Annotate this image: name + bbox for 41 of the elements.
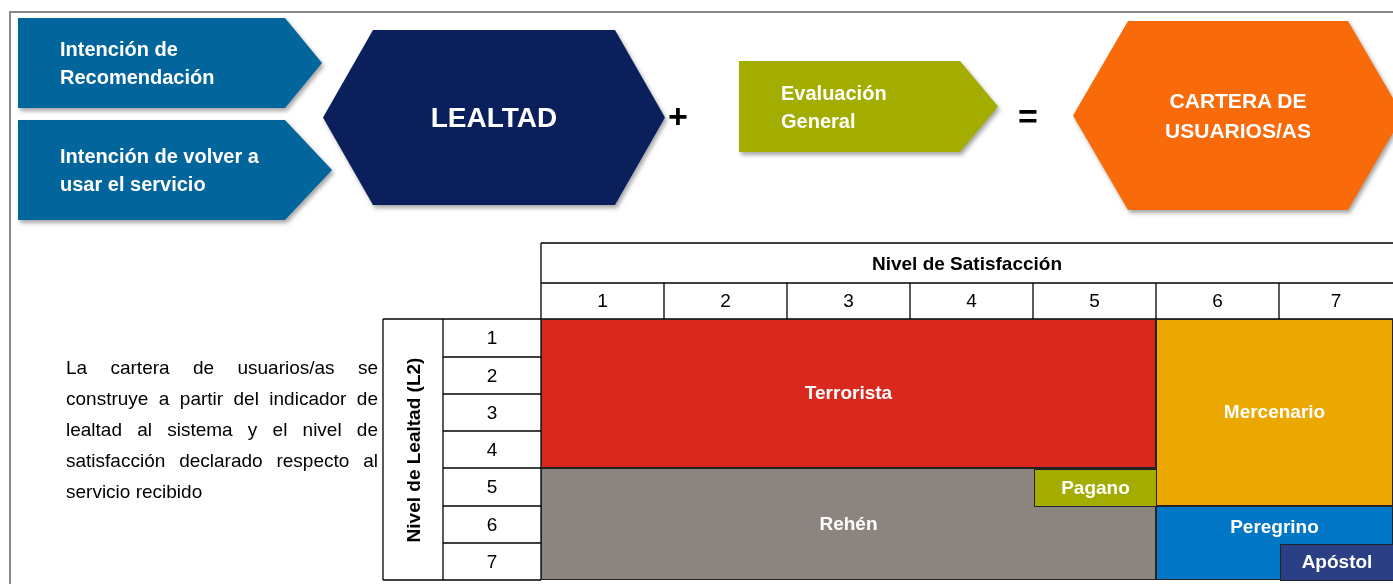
node-label: Apóstol [1301, 550, 1373, 575]
quadrant-region [1034, 469, 1157, 507]
node-label: Intención de Recomendación [59, 37, 216, 90]
node-label: Mercenario [1223, 400, 1326, 425]
quadrant-region [541, 468, 1156, 580]
table-header: Nivel de Satisfacción [870, 251, 1064, 276]
row-number: 3 [485, 400, 499, 425]
row-number: 6 [485, 512, 499, 537]
node-label: Peregrino [1230, 515, 1319, 539]
axis-title: Nivel de Lealtad (L2) [402, 356, 425, 545]
node-label: LEALTAD [430, 100, 558, 135]
row-number: 7 [485, 549, 499, 574]
chevron-box [18, 18, 322, 108]
chevron-box [739, 61, 998, 152]
hexagon-box [1073, 21, 1393, 210]
column-number: 2 [719, 289, 732, 313]
column-number: 1 [596, 289, 609, 313]
node-label: Pagano [1061, 475, 1130, 500]
equals-sign: = [1017, 96, 1039, 136]
row-number: 2 [485, 363, 499, 388]
column-number: 5 [1088, 289, 1101, 313]
column-number: 4 [965, 289, 978, 313]
node-label: CARTERA DE USUARIOS/AS [1164, 88, 1312, 144]
quadrant-region [1156, 506, 1393, 580]
node-label: Rehén [819, 511, 878, 536]
chevron-box [18, 120, 332, 220]
row-number: 4 [485, 437, 499, 462]
column-number: 6 [1211, 289, 1224, 313]
column-number: 7 [1329, 289, 1343, 313]
node-label: Terrorista [804, 381, 893, 406]
description-text: La cartera de usuarios/as se construye a partir del indicador de lealtad al sistema y el nivel de satisfacción declarado respecto al servicio recibido [66, 356, 378, 504]
hexagon-box [323, 30, 665, 205]
column-number: 3 [842, 289, 855, 313]
quadrant-region [1280, 544, 1393, 581]
quadrant-region [541, 319, 1156, 468]
plus-sign: + [667, 96, 689, 136]
quadrant-region [1156, 319, 1393, 506]
row-number: 1 [485, 326, 499, 350]
node-label: Evaluación General [780, 80, 888, 134]
node-label: Intención de volver a usar el servicio [59, 144, 260, 197]
row-number: 5 [485, 475, 499, 499]
